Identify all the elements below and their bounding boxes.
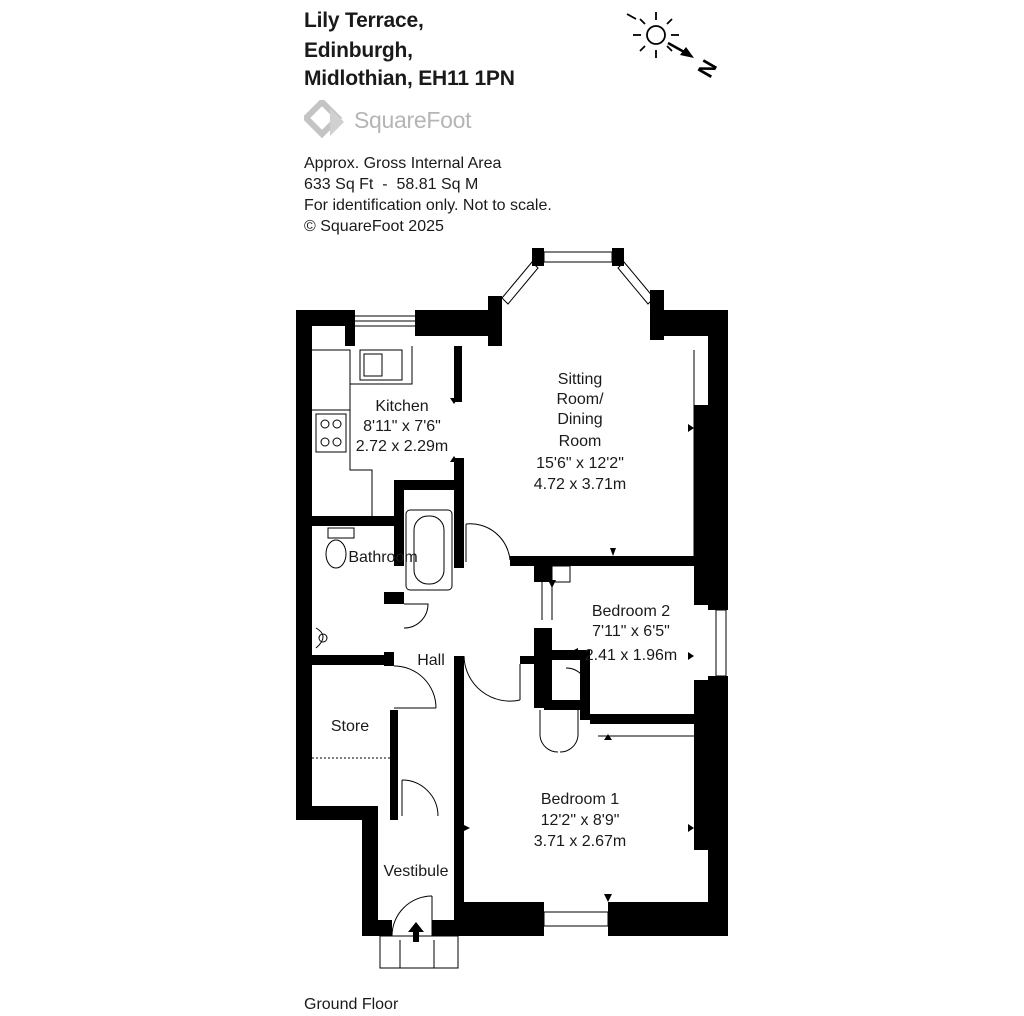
sitting-name-2: Room/ bbox=[556, 391, 604, 408]
wall bbox=[510, 556, 696, 566]
wall bbox=[454, 656, 464, 926]
sitting-imperial: 15'6" x 12'2" bbox=[536, 455, 624, 472]
area-heading: Approx. Gross Internal Area bbox=[304, 155, 502, 172]
bedroom2-imperial: 7'11" x 6'5" bbox=[592, 623, 670, 640]
address-line-1: Lily Terrace, bbox=[304, 9, 424, 32]
toilet-icon bbox=[325, 539, 347, 569]
floor-label: Ground Floor bbox=[304, 996, 399, 1013]
compass: N bbox=[622, 8, 722, 83]
bay-window bbox=[501, 261, 539, 305]
kitchen-name: Kitchen bbox=[375, 398, 428, 415]
bedroom2-name: Bedroom 2 bbox=[592, 603, 670, 620]
fixtures bbox=[312, 251, 727, 969]
wall bbox=[580, 650, 590, 720]
sitting-name-1: Sitting bbox=[558, 371, 602, 388]
wall bbox=[612, 248, 624, 266]
bedroom2-metric: 2.41 x 1.96m bbox=[585, 647, 678, 664]
wall bbox=[345, 310, 355, 346]
bedroom1-imperial: 12'2" x 8'9" bbox=[541, 812, 620, 829]
bathroom-name: Bathroom bbox=[348, 549, 417, 566]
wall bbox=[415, 310, 495, 336]
wall bbox=[362, 806, 378, 936]
hob-icon bbox=[315, 413, 347, 453]
disclaimer: For identification only. Not to scale. bbox=[304, 197, 552, 214]
sitting-name-4: Room bbox=[559, 433, 602, 450]
wall bbox=[650, 290, 664, 340]
wall bbox=[312, 516, 402, 526]
sink-icon bbox=[359, 349, 403, 381]
wall bbox=[296, 806, 362, 820]
wall bbox=[296, 310, 354, 326]
wall bbox=[454, 346, 462, 402]
wall bbox=[590, 714, 696, 724]
copyright: © SquareFoot 2025 bbox=[304, 218, 444, 235]
vestibule-name: Vestibule bbox=[384, 863, 449, 880]
sitting-metric: 4.72 x 3.71m bbox=[534, 476, 627, 493]
logo-text: SquareFoot bbox=[354, 107, 472, 133]
wall bbox=[296, 310, 312, 820]
wall bbox=[312, 655, 394, 665]
wall bbox=[544, 700, 590, 710]
wall bbox=[608, 902, 728, 936]
wall bbox=[454, 458, 464, 568]
sitting-name-3: Dining bbox=[557, 411, 602, 428]
bath-icon bbox=[405, 509, 453, 591]
address-line-3: Midlothian, EH11 1PN bbox=[304, 67, 515, 90]
basin-icon bbox=[315, 627, 324, 649]
wall bbox=[534, 562, 552, 582]
wall bbox=[384, 592, 404, 604]
wall bbox=[544, 650, 580, 660]
wall bbox=[362, 920, 392, 936]
kitchen-imperial: 8'11" x 7'6" bbox=[363, 418, 441, 435]
bedroom2-window bbox=[715, 609, 727, 677]
wall bbox=[520, 656, 540, 664]
wall bbox=[488, 296, 502, 346]
store-name: Store bbox=[331, 718, 369, 735]
bay-window bbox=[617, 261, 655, 305]
wall bbox=[384, 652, 394, 666]
bedroom1-metric: 3.71 x 2.67m bbox=[534, 833, 627, 850]
wall bbox=[534, 628, 552, 708]
wall bbox=[708, 676, 728, 910]
bay-window bbox=[543, 251, 613, 263]
wall bbox=[694, 405, 710, 605]
wall bbox=[394, 480, 404, 566]
area-value: 633 Sq Ft - 58.81 Sq M bbox=[304, 176, 479, 193]
wall bbox=[708, 310, 728, 610]
entrance-arrow-icon bbox=[408, 922, 424, 942]
squarefoot-logo: SquareFoot bbox=[301, 97, 504, 140]
hall-name: Hall bbox=[417, 652, 445, 669]
address-line-2: Edinburgh, bbox=[304, 39, 413, 62]
sun-compass-icon: N bbox=[626, 12, 722, 82]
wall bbox=[394, 480, 456, 490]
wall bbox=[462, 902, 544, 936]
wall bbox=[532, 248, 544, 266]
bedroom1-name: Bedroom 1 bbox=[541, 791, 619, 808]
kitchen-metric: 2.72 x 2.29m bbox=[356, 438, 449, 455]
bedroom1-window bbox=[543, 911, 609, 927]
walls bbox=[296, 248, 728, 936]
wall bbox=[694, 680, 710, 850]
wall bbox=[390, 710, 398, 820]
squarefoot-logo-icon bbox=[301, 97, 344, 139]
